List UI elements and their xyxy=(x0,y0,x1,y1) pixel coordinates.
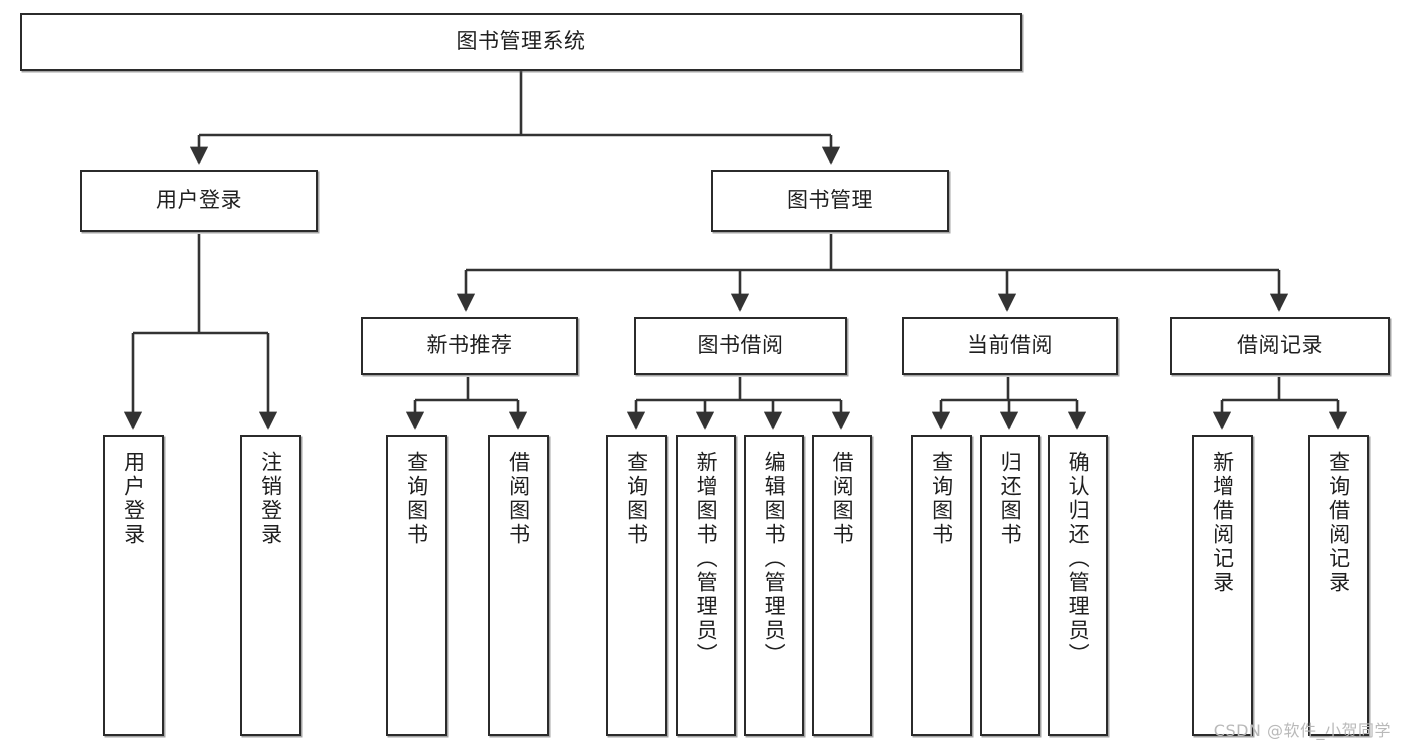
leaf-confirm-return-admin[interactable]: 确认归还（管理员） xyxy=(1048,435,1108,736)
leaf-user-login[interactable]: 用户登录 xyxy=(103,435,164,736)
node-label: 借阅图书 xyxy=(830,451,855,547)
node-label: 新书推荐 xyxy=(426,333,513,358)
node-label: 查询图书 xyxy=(404,451,429,547)
node-label: 借阅记录 xyxy=(1237,333,1323,358)
node-label: 图书管理 xyxy=(787,188,873,213)
node-book-management[interactable]: 图书管理 xyxy=(711,170,949,232)
node-current-borrow[interactable]: 当前借阅 xyxy=(902,317,1118,375)
leaf-borrow-book[interactable]: 借阅图书 xyxy=(812,435,872,736)
node-label: 用户登录 xyxy=(121,451,146,547)
node-label: 图书管理系统 xyxy=(456,29,586,54)
node-label: 查询图书 xyxy=(624,451,649,547)
leaf-query-book-current[interactable]: 查询图书 xyxy=(911,435,972,736)
node-user-login[interactable]: 用户登录 xyxy=(80,170,318,232)
node-borrow-record[interactable]: 借阅记录 xyxy=(1170,317,1390,375)
node-label: 借阅图书 xyxy=(506,451,531,547)
node-label: 查询图书 xyxy=(929,451,954,547)
csdn-watermark: CSDN @软件_小贺同学 xyxy=(1213,721,1391,740)
node-label: 当前借阅 xyxy=(967,333,1053,358)
node-label: 新增借阅记录 xyxy=(1210,451,1235,595)
leaf-logout-login[interactable]: 注销登录 xyxy=(240,435,301,736)
leaf-add-borrow-record[interactable]: 新增借阅记录 xyxy=(1192,435,1253,736)
node-book-borrow[interactable]: 图书借阅 xyxy=(634,317,847,375)
node-label: 新增图书（管理员） xyxy=(694,451,719,667)
leaf-return-book[interactable]: 归还图书 xyxy=(980,435,1040,736)
node-label: 图书借阅 xyxy=(697,333,784,358)
leaf-query-borrow-record[interactable]: 查询借阅记录 xyxy=(1308,435,1369,736)
node-label: 编辑图书（管理员） xyxy=(762,451,787,667)
node-label: 注销登录 xyxy=(258,451,283,547)
node-label: 查询借阅记录 xyxy=(1326,451,1351,595)
leaf-edit-book-admin[interactable]: 编辑图书（管理员） xyxy=(744,435,804,736)
node-label: 用户登录 xyxy=(156,188,242,213)
node-root-book-management-system[interactable]: 图书管理系统 xyxy=(20,13,1022,71)
leaf-borrow-book-newbook[interactable]: 借阅图书 xyxy=(488,435,549,736)
node-label: 确认归还（管理员） xyxy=(1066,451,1091,667)
leaf-query-book-borrow[interactable]: 查询图书 xyxy=(606,435,667,736)
leaf-query-book-newbook[interactable]: 查询图书 xyxy=(386,435,447,736)
node-new-book-recommend[interactable]: 新书推荐 xyxy=(361,317,578,375)
node-label: 归还图书 xyxy=(998,451,1023,547)
leaf-add-book-admin[interactable]: 新增图书（管理员） xyxy=(676,435,736,736)
